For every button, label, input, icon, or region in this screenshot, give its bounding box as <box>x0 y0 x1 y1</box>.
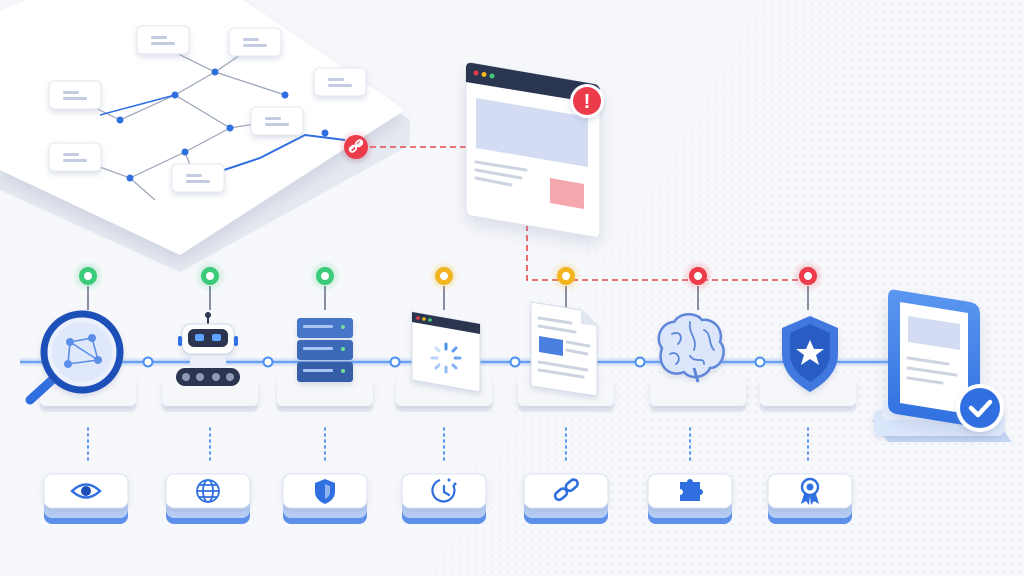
globe-icon[interactable] <box>165 473 251 524</box>
status-dot-ok <box>309 260 341 310</box>
puzzle-icon[interactable] <box>647 473 733 524</box>
site-map-node[interactable] <box>228 27 282 57</box>
server-stack-icon[interactable] <box>297 318 353 382</box>
status-dot-warn <box>428 260 460 310</box>
error-badge-icon: ! <box>570 84 604 118</box>
status-dot-error <box>792 260 824 310</box>
site-map-node[interactable] <box>48 80 102 110</box>
timer-icon[interactable] <box>401 473 487 524</box>
site-map-node[interactable] <box>313 67 367 97</box>
site-map-node[interactable] <box>171 163 225 193</box>
broken-link-icon[interactable] <box>338 129 374 165</box>
robot-crawler-icon[interactable] <box>176 312 240 386</box>
brain-icon[interactable] <box>657 313 725 383</box>
loading-window-icon[interactable] <box>411 311 481 393</box>
status-dot-error <box>682 260 714 310</box>
eye-icon[interactable] <box>43 473 129 524</box>
site-map-node[interactable] <box>48 142 102 172</box>
broken-path-line <box>199 133 346 179</box>
link-icon[interactable] <box>523 473 609 524</box>
dotted-connectors <box>87 427 809 463</box>
award-ribbon-icon[interactable] <box>767 473 853 524</box>
error-badge-text: ! <box>584 91 591 113</box>
stage-platform <box>277 378 373 412</box>
status-dot-warn <box>550 260 582 310</box>
stage-platform <box>760 378 856 412</box>
status-dot-ok <box>194 260 226 310</box>
dashed-error-route <box>526 215 808 281</box>
shield-icon[interactable] <box>282 473 368 524</box>
checkmark-icon <box>956 384 1004 432</box>
status-dot-ok <box>72 260 104 310</box>
error-page-window[interactable] <box>465 62 601 238</box>
site-map-junctions <box>116 68 329 182</box>
status-indicators <box>72 260 824 310</box>
shield-star-icon[interactable] <box>782 316 838 392</box>
document-icon[interactable] <box>530 301 598 397</box>
site-map-board <box>0 0 410 272</box>
site-map-node[interactable] <box>136 25 190 55</box>
magnifier-network-icon[interactable] <box>25 310 124 405</box>
site-map-node[interactable] <box>250 106 304 136</box>
stage-platform <box>650 378 746 412</box>
